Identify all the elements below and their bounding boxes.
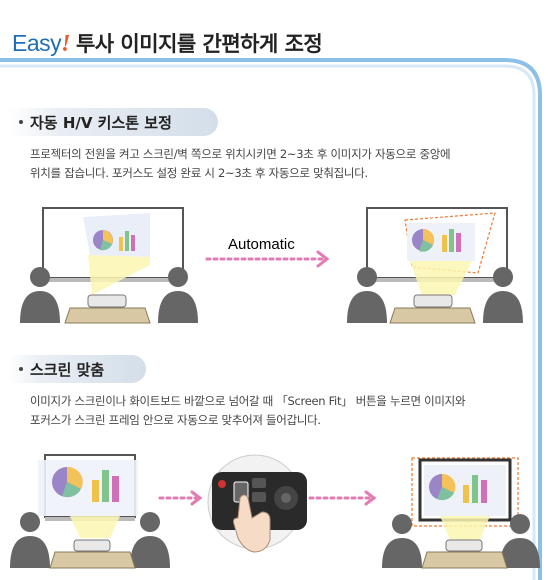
- screen-fitted: [411, 457, 519, 540]
- page-title-text: 투사 이미지를 간편하게 조정: [75, 32, 323, 56]
- pie-chart-icon: [52, 466, 83, 498]
- pie-chart-icon: [412, 228, 435, 252]
- section-description-screenfit: 이미지가 스크린이나 화이트보드 바깥으로 넘어갈 때 「Screen Fit」…: [30, 392, 530, 430]
- audience-right: [347, 267, 523, 323]
- description-line: 위치를 잡습니다. 포커스도 설정 완료 시 2~3초 후 자동으로 맞춰집니다…: [30, 166, 368, 180]
- projector-left: [64, 294, 151, 324]
- audience-right: [382, 514, 540, 568]
- dotted-arrow-icon: [158, 490, 203, 506]
- bar-chart-icon: [119, 231, 135, 251]
- projector-left: [49, 539, 136, 569]
- description-line: 포커스가 스크린 프레임 안으로 자동으로 맞추어져 들어갑니다.: [30, 413, 321, 427]
- keystone-illustration: Automatic: [20, 207, 523, 324]
- pie-chart-icon: [93, 230, 113, 251]
- section-description-keystone: 프로젝터의 전원을 켜고 스크린/벽 쪽으로 위치시키면 2~3초 후 이미지가…: [30, 145, 530, 183]
- page-title: Easy!투사 이미지를 간편하게 조정: [12, 28, 323, 58]
- bullet-icon: [19, 367, 23, 371]
- dotted-arrow-icon: [308, 490, 377, 506]
- description-line: 프로젝터의 전원을 켜고 스크린/벽 쪽으로 위치시키면 2~3초 후 이미지가…: [30, 147, 451, 161]
- bullet-icon: [19, 120, 23, 124]
- pie-chart-icon: [429, 473, 456, 501]
- bar-chart-icon: [442, 229, 461, 252]
- description-line: 이미지가 스크린이나 화이트보드 바깥으로 넘어갈 때 「Screen Fit」…: [30, 394, 466, 408]
- projector-right: [389, 294, 476, 324]
- brand-exclamation: !: [61, 31, 70, 57]
- remote-control-icon: [207, 454, 307, 550]
- arrow-label: Automatic: [228, 236, 295, 253]
- projector-right: [421, 539, 508, 569]
- screenfit-illustration: [10, 454, 540, 569]
- section-title-keystone: 자동 H/V 키스톤 보정: [30, 114, 172, 132]
- bar-chart-icon: [463, 475, 487, 503]
- screen-after: [366, 207, 508, 295]
- screen-overflow: [38, 454, 138, 538]
- section-title-screenfit: 스크린 맞춤: [30, 361, 105, 379]
- brand-easy: Easy: [12, 30, 62, 56]
- screen-before: [42, 207, 184, 295]
- hand-pointer-icon: [233, 494, 271, 553]
- dotted-arrow-icon: [205, 250, 330, 268]
- audience-left: [10, 512, 170, 568]
- audience-left: [20, 267, 198, 323]
- section-header-screenfit: [8, 355, 146, 383]
- bar-chart-icon: [92, 470, 119, 502]
- section-header-keystone: [8, 108, 218, 136]
